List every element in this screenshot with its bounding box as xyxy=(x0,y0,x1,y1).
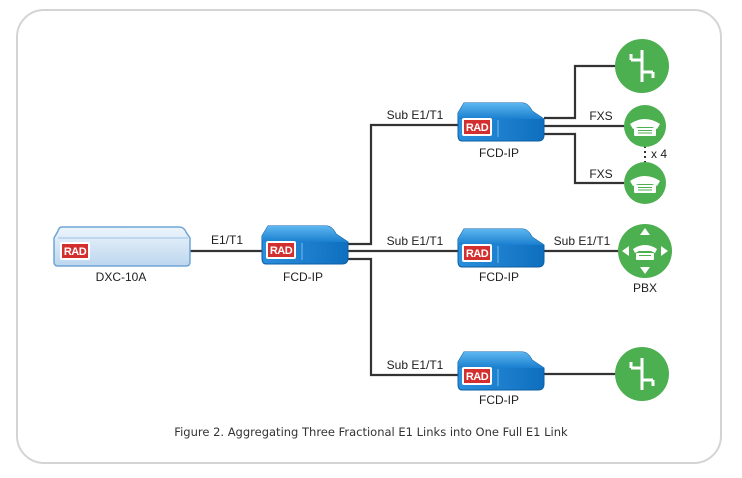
pbx-label: PBX xyxy=(633,281,657,295)
e1-t1-label: E1/T1 xyxy=(211,233,243,247)
sub-link-bottom-line xyxy=(345,257,460,377)
top-exchange-line xyxy=(544,64,617,120)
sub-link-middle-label: Sub E1/T1 xyxy=(387,234,444,248)
fcd-middle-label: FCD-IP xyxy=(479,270,519,284)
phone-bottom-icon xyxy=(623,161,667,205)
rad-logo-text: RAD xyxy=(64,246,87,258)
fcd-center-label: FCD-IP xyxy=(283,270,323,284)
pbx-icon xyxy=(618,224,672,278)
rad-logo xyxy=(62,244,88,258)
fxs-bottom-line xyxy=(544,132,624,185)
fcd-ip-center-device: RAD xyxy=(261,225,349,265)
fcd-ip-middle-device: RAD xyxy=(457,228,545,268)
fxs-top-label: FXS xyxy=(589,109,612,123)
fcd-bottom-label: FCD-IP xyxy=(479,393,519,407)
dxc-label: DXC-10A xyxy=(96,270,147,284)
phones-multiplier-label: x 4 xyxy=(651,147,667,161)
figure-caption: Figure 2. Aggregating Three Fractional E… xyxy=(174,425,568,439)
rad-logo-text: RAD xyxy=(466,371,489,383)
fxs-bottom-label: FXS xyxy=(589,167,612,181)
sub-link-bottom-label: Sub E1/T1 xyxy=(387,358,444,372)
rad-logo-text: RAD xyxy=(466,248,489,260)
fcd-ip-top-device: RAD xyxy=(457,102,545,142)
sub-link-top-label: Sub E1/T1 xyxy=(387,108,444,122)
exchange-top-icon xyxy=(613,37,671,95)
pbx-link-label: Sub E1/T1 xyxy=(554,234,611,248)
fcd-top-label: FCD-IP xyxy=(479,146,519,160)
exchange-bottom-icon xyxy=(613,345,671,403)
rad-logo-text: RAD xyxy=(466,122,489,134)
phone-top-icon xyxy=(623,104,667,148)
dxc-10a-device: RAD xyxy=(53,226,191,267)
sub-link-top-line xyxy=(345,123,460,246)
rad-logo-text: RAD xyxy=(270,245,293,257)
fcd-ip-bottom-device: RAD xyxy=(457,351,545,391)
